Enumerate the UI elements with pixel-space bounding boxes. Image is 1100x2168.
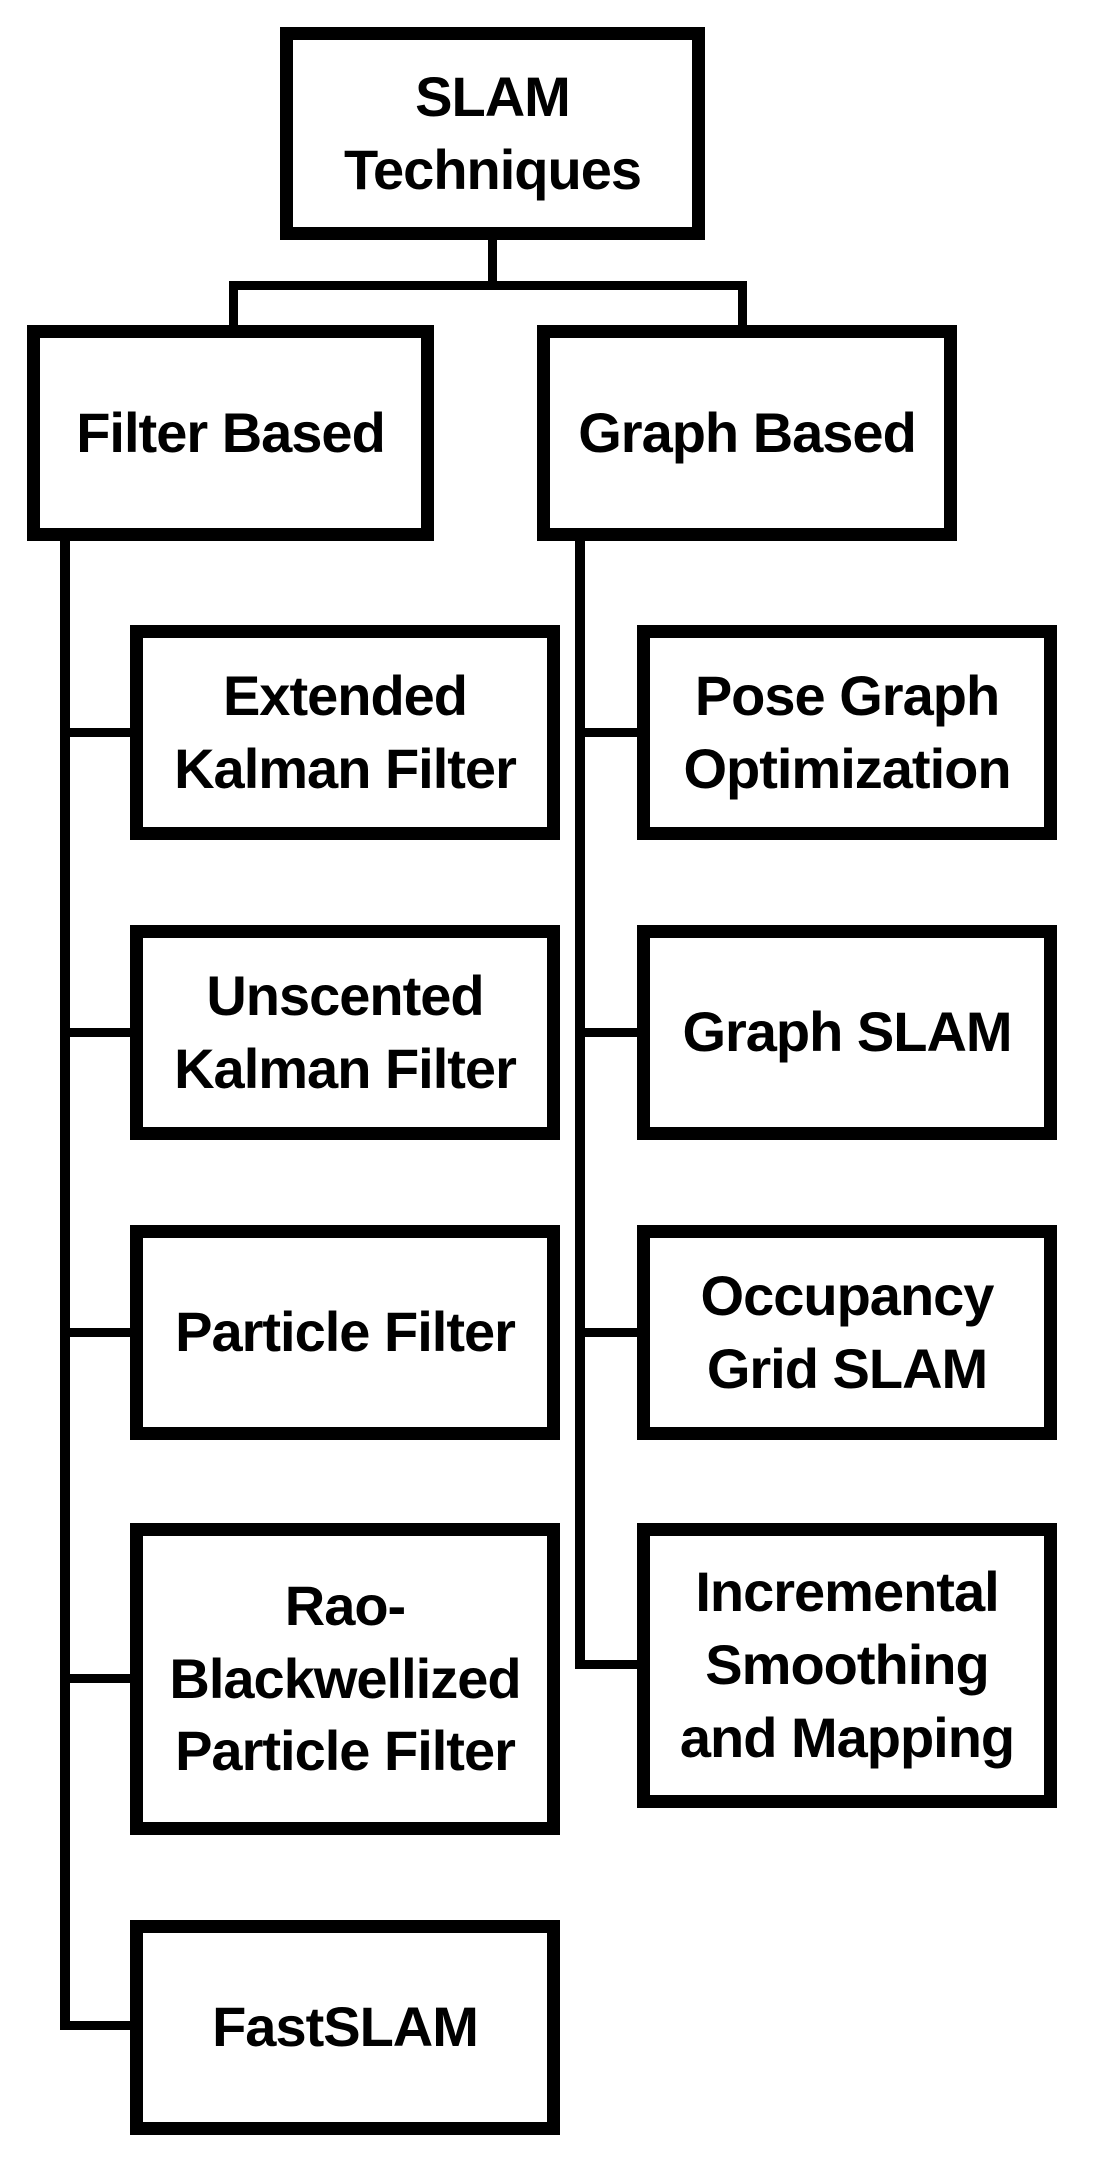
connector-stub-extended-kalman-filter [60, 728, 134, 737]
node-rao-blackwellized-particle-filter: Rao- Blackwellized Particle Filter [130, 1523, 560, 1835]
connector-trunk-graph-based [575, 535, 585, 1669]
node-occupancy-grid-slam: Occupancy Grid SLAM [637, 1225, 1057, 1440]
node-graph-slam: Graph SLAM [637, 925, 1057, 1140]
node-particle-filter-label: Particle Filter [175, 1300, 516, 1364]
node-rao-blackwellized-particle-filter-label: Rao- Blackwellized Particle Filter [169, 1573, 521, 1783]
node-extended-kalman-filter-label: Extended Kalman Filter [174, 663, 517, 800]
connector-stub-incremental-smoothing-and-mapping [575, 1660, 641, 1669]
connector-stub-occupancy-grid-slam [575, 1328, 641, 1337]
node-unscented-kalman-filter-label: Unscented Kalman Filter [174, 963, 517, 1100]
node-filter-based: Filter Based [27, 325, 434, 541]
node-graph-slam-label: Graph SLAM [682, 1000, 1012, 1064]
connector-stub-rao-blackwellized-particle-filter [60, 1674, 134, 1683]
node-fastslam-label: FastSLAM [212, 1995, 479, 2059]
connector-stub-pose-graph-optimization [575, 728, 641, 737]
node-occupancy-grid-slam-label: Occupancy Grid SLAM [700, 1263, 995, 1400]
node-graph-based-label: Graph Based [578, 400, 917, 464]
node-pose-graph-optimization-label: Pose Graph Optimization [683, 663, 1011, 800]
node-particle-filter: Particle Filter [130, 1225, 560, 1440]
node-slam-techniques-label: SLAM Techniques [343, 64, 642, 201]
connector-trunk-filter-based [60, 535, 70, 2030]
connector-branch-crossbar [229, 281, 747, 290]
node-slam-techniques: SLAM Techniques [280, 27, 705, 240]
node-unscented-kalman-filter: Unscented Kalman Filter [130, 925, 560, 1140]
node-incremental-smoothing-and-mapping: Incremental Smoothing and Mapping [637, 1523, 1057, 1808]
connector-drop-graph-based [738, 281, 747, 329]
node-incremental-smoothing-and-mapping-label: Incremental Smoothing and Mapping [679, 1560, 1015, 1769]
node-extended-kalman-filter: Extended Kalman Filter [130, 625, 560, 840]
node-filter-based-label: Filter Based [76, 400, 386, 464]
node-pose-graph-optimization: Pose Graph Optimization [637, 625, 1057, 840]
connector-root-stem [488, 238, 497, 288]
connector-drop-filter-based [229, 281, 238, 329]
connector-stub-unscented-kalman-filter [60, 1028, 134, 1037]
connector-stub-fastslam [60, 2021, 134, 2030]
node-fastslam: FastSLAM [130, 1920, 560, 2135]
connector-stub-graph-slam [575, 1028, 641, 1037]
connector-stub-particle-filter [60, 1328, 134, 1337]
node-graph-based: Graph Based [537, 325, 957, 541]
